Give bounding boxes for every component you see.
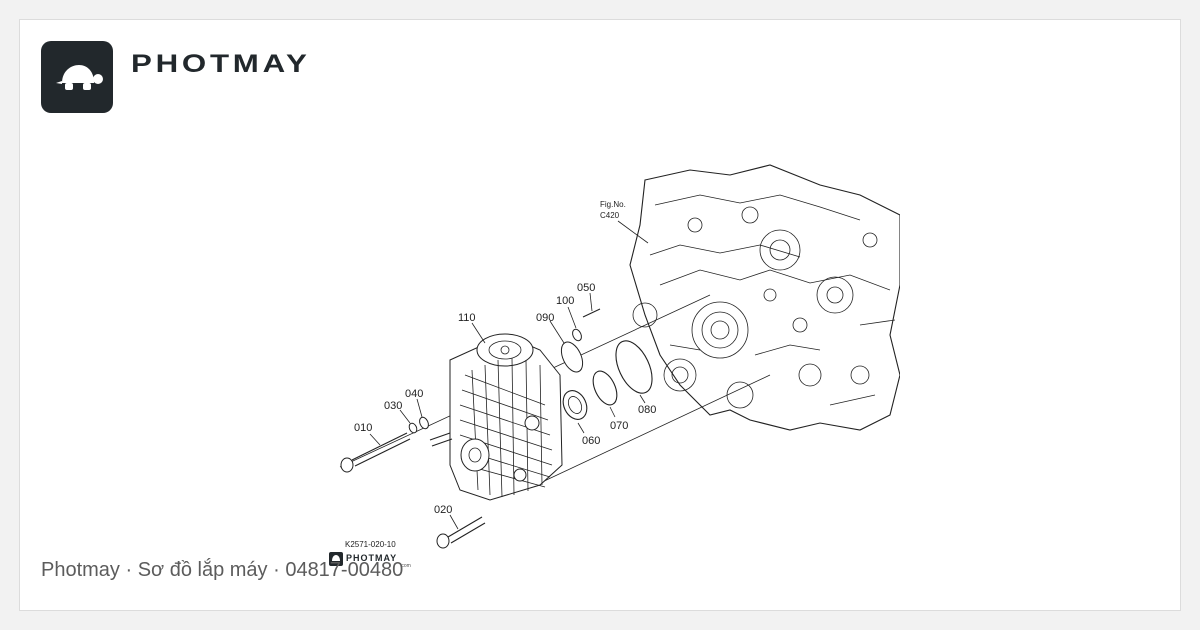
washer-030: [408, 422, 418, 434]
fig-ref-leader: [617, 220, 649, 244]
callout-110: 110: [458, 312, 476, 324]
bolt-020: [436, 516, 486, 549]
callout-070: 070: [610, 420, 628, 432]
cover-110: [449, 333, 563, 501]
callout-050: 050: [577, 282, 595, 294]
callout-080: 080: [638, 404, 656, 416]
fig-ref-line1: Fig.No.: [600, 200, 626, 209]
watermark-sub: .com: [400, 563, 411, 569]
callout-030: 030: [384, 400, 402, 412]
callout-020: 020: [434, 504, 452, 516]
brand-name: PHOTMAY: [131, 50, 311, 78]
oring-070: [592, 370, 618, 406]
parts-diagram: Fig.No. C420: [329, 164, 900, 569]
oring-080: [615, 340, 653, 394]
turtle-icon: [56, 65, 103, 90]
watermark-logo: [329, 552, 343, 566]
bolt-010: [340, 432, 411, 473]
oring-090: [560, 341, 584, 373]
oring-100: [572, 328, 582, 342]
callout-010: 010: [354, 422, 372, 434]
brand-logo[interactable]: [41, 41, 113, 113]
washer-040: [419, 416, 429, 430]
watermark-brand: PHOTMAY: [346, 553, 397, 563]
fig-ref-line2: C420: [600, 211, 620, 220]
drawing-code: K2571-020-10: [345, 540, 396, 549]
callout-040: 040: [405, 388, 423, 400]
preview-card: PHOTMAY: [19, 19, 1181, 611]
image-caption: Photmay · Sơ đồ lắp máy · 04817-00480: [41, 559, 404, 581]
transmission-case: [629, 164, 900, 431]
seal-060: [562, 390, 588, 420]
shaft-stub: [429, 432, 451, 441]
callout-090: 090: [536, 312, 554, 324]
pin-050: [582, 308, 601, 318]
assembly-axis-line: [539, 374, 771, 484]
callout-060: 060: [582, 435, 600, 447]
callout-100: 100: [556, 295, 574, 307]
